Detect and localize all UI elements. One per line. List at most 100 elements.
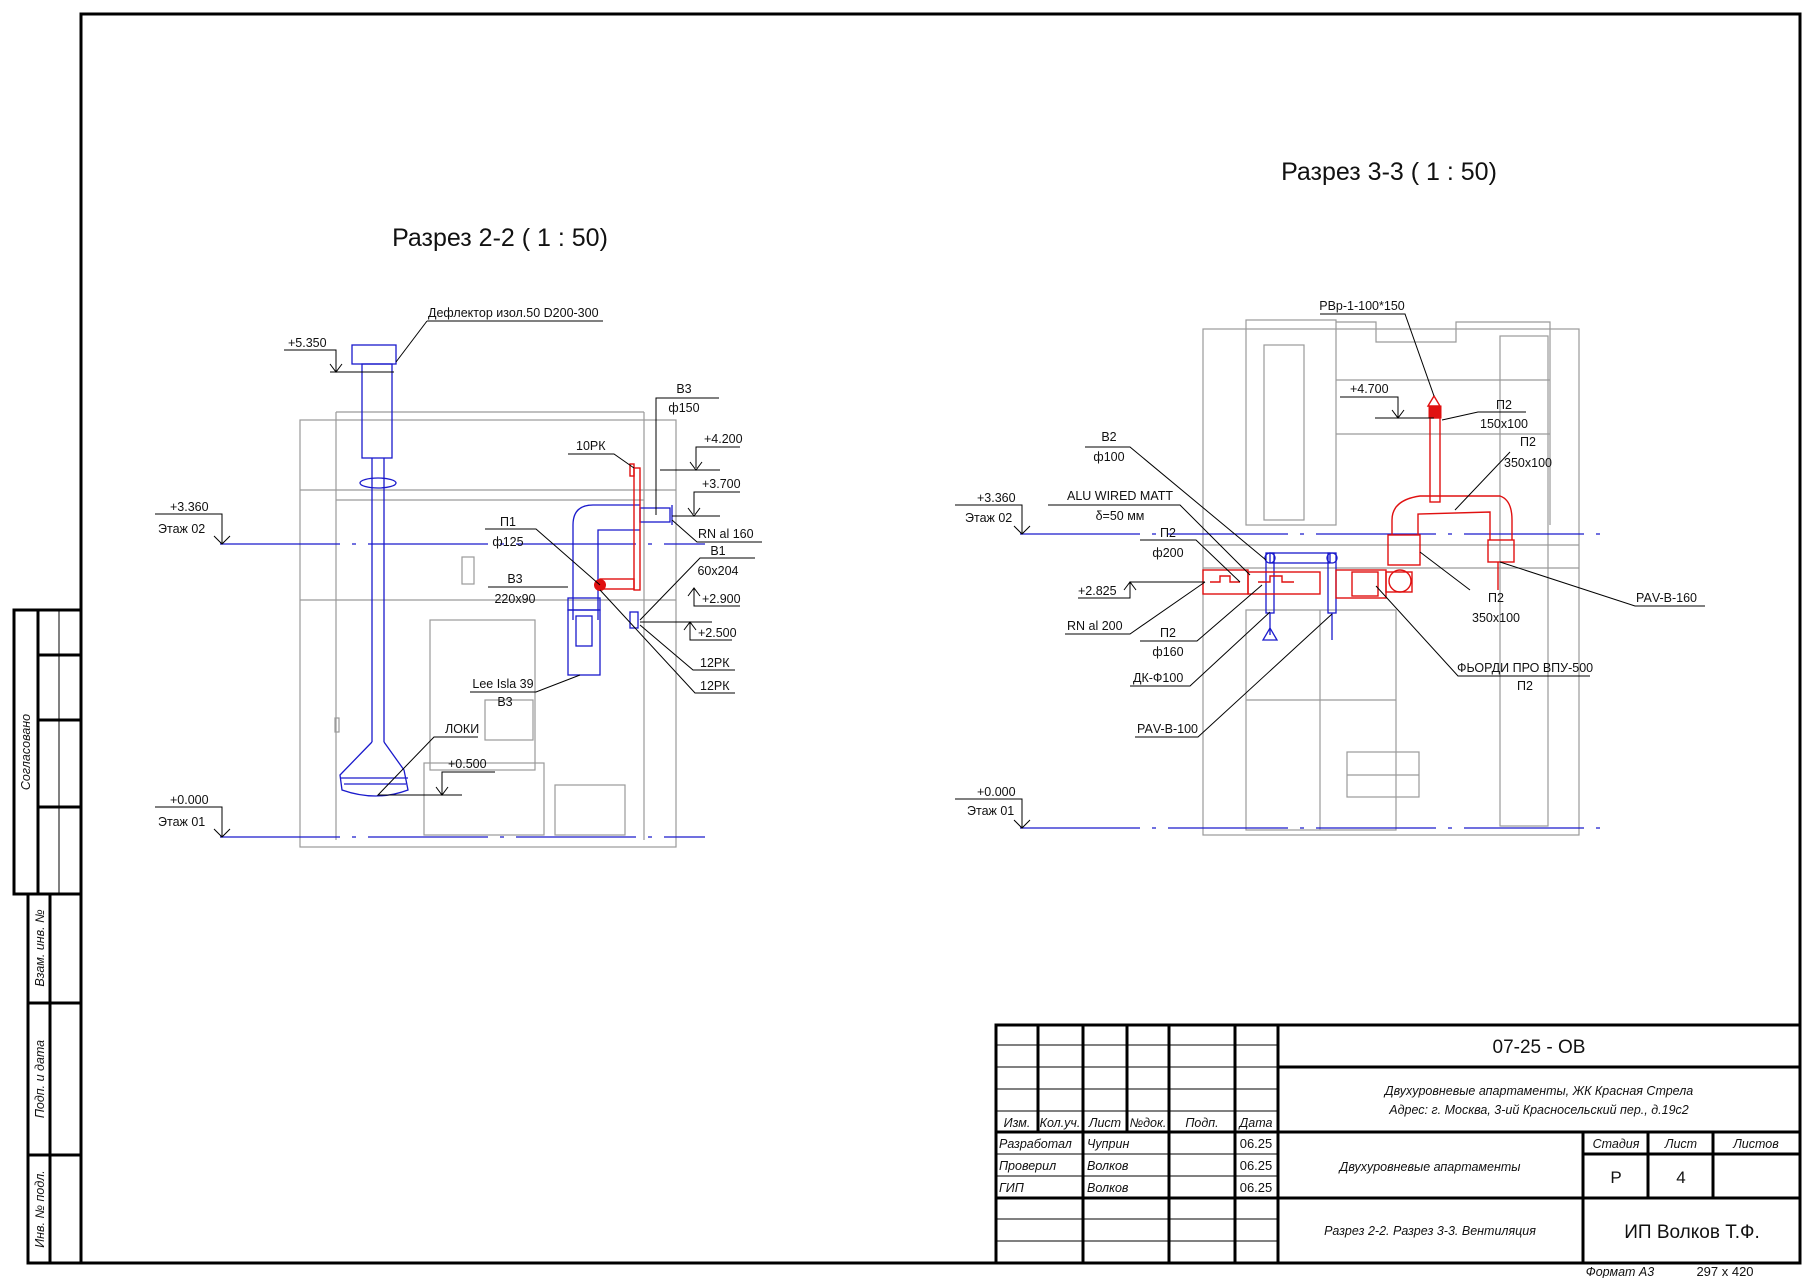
row-date: 06.25	[1240, 1136, 1273, 1151]
label-12rk-a: 12РК	[700, 656, 730, 670]
label-p2-c-size: ф200	[1152, 546, 1183, 560]
label-b3-mid-size: 220x90	[494, 592, 535, 606]
label-deflector: Дефлектор изол.50 D200-300	[428, 306, 599, 320]
annotations-2-2: Дефлектор изол.50 D200-300 +5.350 В3 ф15…	[155, 306, 762, 838]
label-p2-b: П2	[1520, 435, 1536, 449]
row-role: Разработал	[999, 1137, 1072, 1151]
stamp-inv-orig: Инв. № подл.	[33, 1170, 47, 1248]
header-date: Дата	[1238, 1116, 1273, 1130]
label-10rk: 10РК	[576, 439, 606, 453]
drawing-code: 07-25 - ОВ	[1493, 1037, 1586, 1058]
section-2-2: Разрез 2-2 ( 1 : 50)	[155, 224, 762, 848]
label-b3-mid: В3	[507, 572, 522, 586]
stamp-sign-date: Подп. и дата	[33, 1040, 47, 1118]
label-floor-02: Этаж 02	[965, 511, 1012, 525]
label-elev-0000: +0.000	[170, 793, 209, 807]
section-2-2-title: Разрез 2-2 ( 1 : 50)	[392, 224, 608, 252]
row-name: Волков	[1087, 1159, 1129, 1173]
label-pav-100: РАV-В-100	[1137, 722, 1198, 736]
header-sign: Подп.	[1185, 1116, 1218, 1130]
project-line-1: Двухуровневые апартаменты, ЖК Красная Ст…	[1383, 1084, 1693, 1098]
label-p2-d: П2	[1160, 626, 1176, 640]
row-date: 06.25	[1240, 1180, 1273, 1195]
label-alu: ALU WIRED MATT	[1067, 489, 1173, 503]
annotations-3-3: РВр-1-100*150 +4.700 П2 150x100 П2 350x1…	[955, 299, 1705, 829]
exhaust-duct-b3	[567, 504, 673, 676]
label-elev-3360: +3.360	[977, 491, 1016, 505]
label-p2-d-size: ф160	[1152, 645, 1183, 659]
row-name: Волков	[1087, 1181, 1129, 1195]
label-b1: В1	[710, 544, 725, 558]
label-p2-a: П2	[1496, 398, 1512, 412]
sheet-value: 4	[1676, 1168, 1685, 1187]
company-name: ИП Волков Т.Ф.	[1624, 1222, 1759, 1243]
label-elev-3700: +3.700	[702, 477, 741, 491]
label-12rk-b: 12РК	[700, 679, 730, 693]
sheet-size: 297 x 420	[1696, 1264, 1753, 1278]
drawing-name: Разрез 2-2. Разрез 3-3. Вентиляция	[1324, 1224, 1536, 1238]
label-p2-c: П2	[1160, 526, 1176, 540]
section-3-3-title: Разрез 3-3 ( 1 : 50)	[1281, 158, 1497, 186]
building-outline	[299, 411, 677, 848]
label-lee-isla: Lee Isla 39	[472, 677, 533, 691]
row-date: 06.25	[1240, 1158, 1273, 1173]
header-doc-no: №док.	[1130, 1116, 1167, 1130]
label-floor-01: Этаж 01	[158, 815, 205, 829]
sheet-frame	[79, 12, 1802, 1265]
label-p2-e-size: 350x100	[1472, 611, 1520, 625]
label-elev-2825: +2.825	[1078, 584, 1117, 598]
exhaust-duct-b2	[1261, 552, 1338, 641]
label-b3-top-size: ф150	[668, 401, 699, 415]
label-elev-0500: +0.500	[448, 757, 487, 771]
label-elev-4700: +4.700	[1350, 382, 1389, 396]
label-p2-a-size: 150x100	[1480, 417, 1528, 431]
row-role: Проверил	[999, 1159, 1056, 1173]
header-list: Лист	[1088, 1116, 1121, 1130]
row-role: ГИП	[999, 1181, 1025, 1195]
sheet-format: Формат А3	[1586, 1265, 1654, 1278]
object-name: Двухуровневые апартаменты	[1338, 1160, 1521, 1174]
header-izm: Изм.	[1004, 1116, 1031, 1130]
label-pav-160: РАV-В-160	[1636, 591, 1697, 605]
label-p1-size: ф125	[492, 535, 523, 549]
label-alu-thk: δ=50 мм	[1096, 509, 1145, 523]
deflector-flue-duct	[339, 344, 409, 797]
sheets-header: Листов	[1732, 1137, 1779, 1151]
sheet-header: Лист	[1664, 1137, 1697, 1151]
row-name: Чуприн	[1087, 1137, 1129, 1151]
label-p2-b-size: 350x100	[1504, 456, 1552, 470]
label-fjordi: ФЬОРДИ ПРО ВПУ-500	[1457, 661, 1593, 675]
label-b2: В2	[1101, 430, 1116, 444]
stage-value: Р	[1610, 1168, 1621, 1187]
supply-duct-p2	[1202, 394, 1515, 599]
label-elev-3360: +3.360	[170, 500, 209, 514]
label-rvr: РВр-1-100*150	[1319, 299, 1405, 313]
stamp-replace-inv: Взам. инв. №	[33, 909, 47, 987]
label-elev-4200: +4.200	[704, 432, 743, 446]
label-floor-01: Этаж 01	[967, 804, 1014, 818]
label-loki: ЛОКИ	[445, 722, 479, 736]
label-floor-02: Этаж 02	[158, 522, 205, 536]
supply-duct-p1	[594, 463, 641, 591]
label-b1-size: 60x204	[697, 564, 738, 578]
label-b3-top: В3	[676, 382, 691, 396]
label-p1: П1	[500, 515, 516, 529]
label-dk: ДК-Ф100	[1133, 671, 1183, 685]
label-rn-al-160: RN al 160	[698, 527, 754, 541]
project-line-2: Адрес: г. Москва, 3-ий Красносельский пе…	[1388, 1103, 1688, 1117]
stage-header: Стадия	[1593, 1137, 1640, 1151]
label-rn-al-200: RN al 200	[1067, 619, 1123, 633]
section-3-3: Разрез 3-3 ( 1 : 50)	[955, 158, 1705, 836]
header-kol-uch: Кол.уч.	[1040, 1116, 1081, 1130]
label-elev-2500: +2.500	[698, 626, 737, 640]
label-p2-e: П2	[1488, 591, 1504, 605]
label-elev-5350: +5.350	[288, 336, 327, 350]
label-elev-0000: +0.000	[977, 785, 1016, 799]
side-stamp: Согласовано Взам. инв. № Подп. и дата Ин…	[12, 608, 83, 1265]
label-fjordi-sys: П2	[1517, 679, 1533, 693]
title-block: 07-25 - ОВ Двухуровневые апартаменты, ЖК…	[994, 1023, 1802, 1265]
label-b2-size: ф100	[1093, 450, 1124, 464]
label-elev-2900: +2.900	[702, 592, 741, 606]
label-lee-isla-sys: В3	[497, 695, 512, 709]
